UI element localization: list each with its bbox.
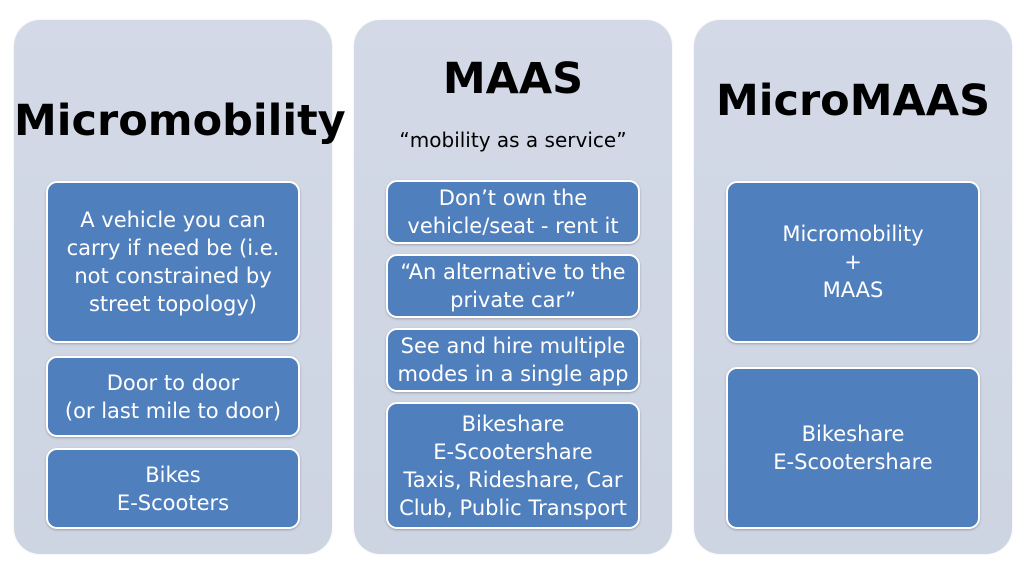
micromobility-vehicles-box: Bikes E-Scooters [46,448,300,529]
maas-title: MAAS [442,54,584,104]
maas-rent-box: Don’t own the vehicle/seat - rent it [386,180,640,244]
micromaas-services-box: Bikeshare E-Scootershare [726,367,980,529]
maas-services-box: Bikeshare E-Scootershare Taxis, Rideshar… [386,402,640,529]
micromobility-column: Micromobility A vehicle you can carry if… [14,20,346,554]
maas-column: MAAS “mobility as a service” Don’t own t… [354,20,672,554]
maas-single-app-box: See and hire multiple modes in a single … [386,328,640,392]
micromobility-door-to-door-box: Door to door (or last mile to door) [46,356,300,437]
maas-alternative-box: “An alternative to the private car” [386,254,640,318]
micromaas-combination-box: Micromobility + MAAS [726,181,980,343]
micromobility-definition-box: A vehicle you can carry if need be (i.e.… [46,181,300,343]
micromaas-title: MicroMAAS [715,76,991,126]
micromaas-column: MicroMAAS Micromobility + MAAS Bikeshare… [694,20,1012,554]
micromobility-title: Micromobility [14,96,346,146]
maas-subtitle: “mobility as a service” [399,128,627,152]
